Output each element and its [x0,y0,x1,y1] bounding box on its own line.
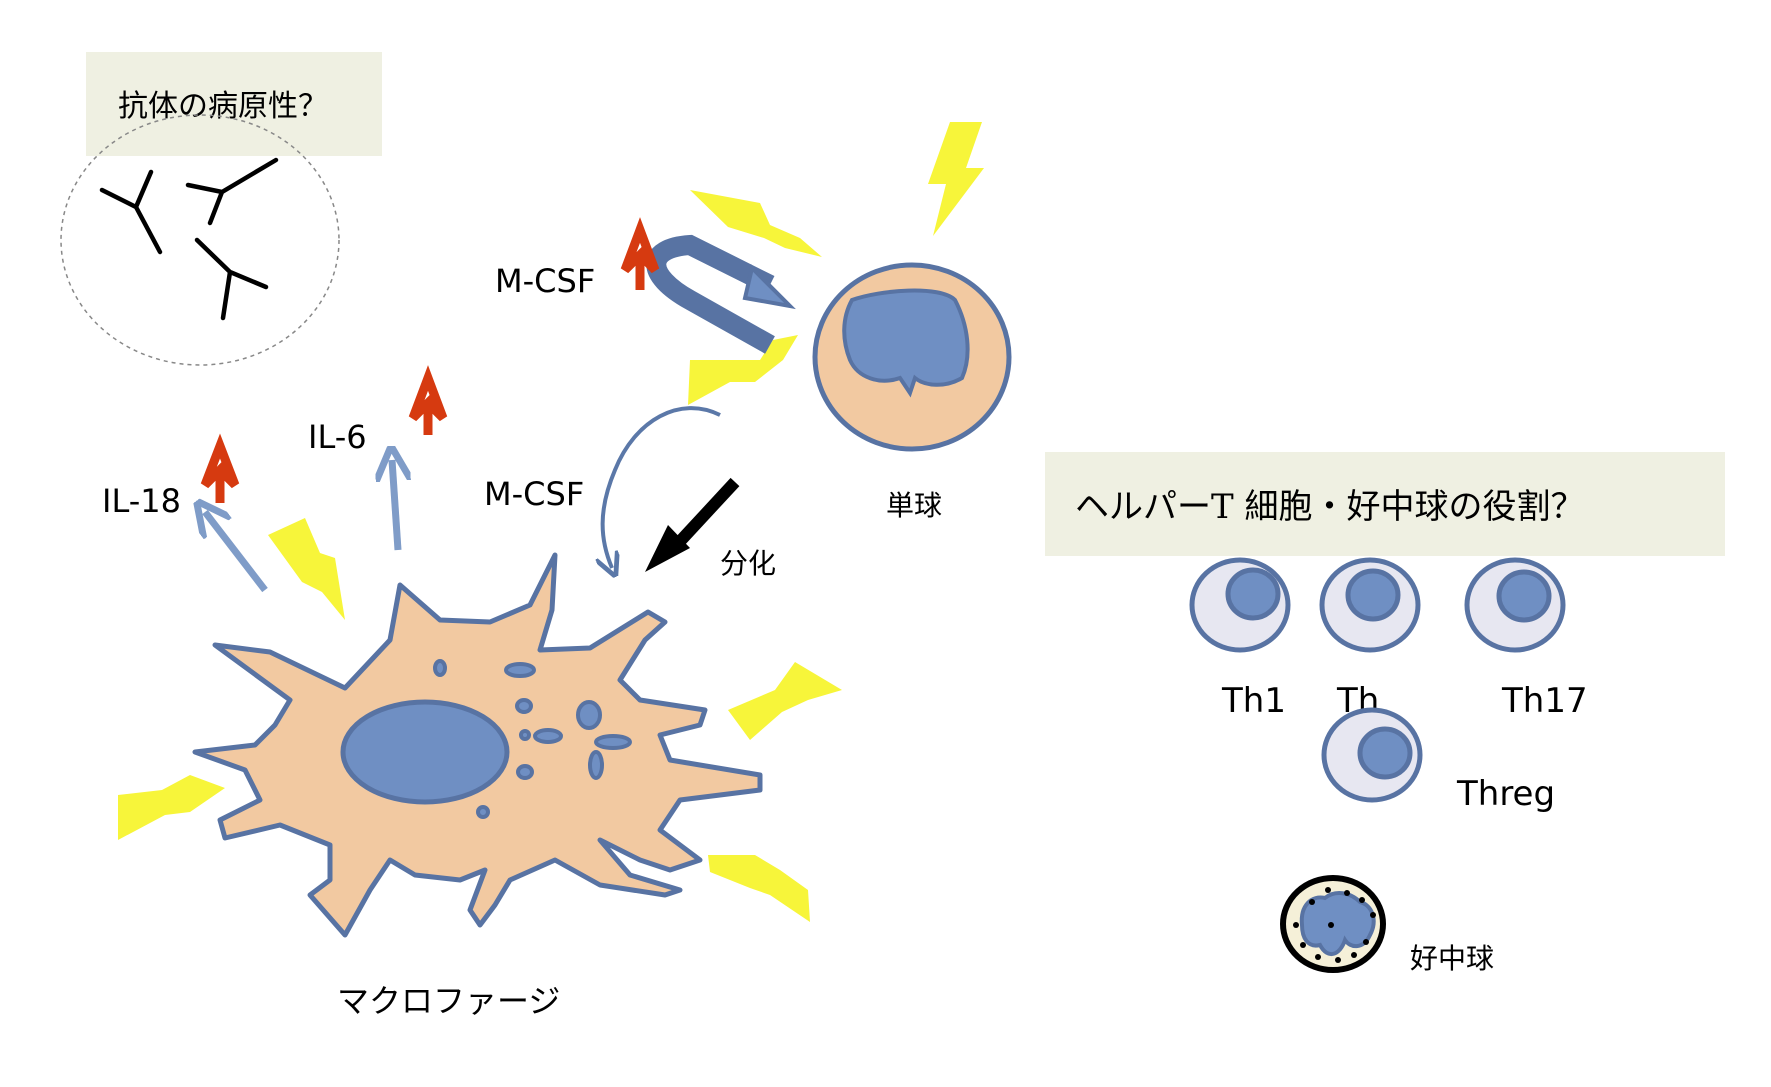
up-arrow-icon [408,365,448,435]
neutrophil-label: 好中球 [1410,942,1494,975]
mcsf-top-label: M-CSF [495,262,595,300]
stimulus-bolts [118,122,984,922]
bolt-icon [728,662,842,740]
helper-box [1045,452,1725,556]
bolt-icon [708,855,810,922]
antibody-region [60,114,340,366]
treg-cell [1321,707,1423,803]
antibody-box [86,52,382,156]
macrophage-label: マクロファージ [337,982,560,1020]
autocrine-arrowhead [742,264,796,310]
bolt-icon [118,775,225,840]
il6-release-arrow [392,460,398,551]
differentiation-label: 分化 [720,547,776,580]
mcsf-mid-label: M-CSF [484,475,584,513]
il18-release-arrow [205,512,268,593]
treg-label: Threg [1456,774,1555,814]
th1-label: Th1 [1221,681,1286,721]
monocyte-nucleus [842,288,970,398]
differentiation-arrow [667,477,740,555]
th1-cell [1189,557,1291,653]
antibody-icon [99,157,279,321]
bolt-icon [268,518,345,620]
macrophage-nucleus [340,699,510,805]
bolt-icon [928,122,984,236]
il6-label: IL-6 [308,418,367,456]
neutrophil-cell [1280,875,1386,973]
th2-cell [1319,557,1421,653]
bolt-icon [688,335,798,405]
macrophage-granules [433,659,632,819]
th17-cell [1464,557,1566,653]
mcsf-curve-arrow [603,406,721,568]
monocyte-label: 単球 [886,489,942,522]
up-arrow-icon [200,433,240,503]
up-arrow-icon [620,217,660,290]
bolt-icon [690,190,822,257]
differentiation-arrowhead [645,525,690,572]
antibody-box-title: 抗体の病原性？ [118,89,328,124]
il18-label: IL-18 [102,482,181,520]
helper-box-title: ヘルパーT 細胞・好中球の役割？ [1075,487,1584,527]
th17-label: Th17 [1501,681,1588,721]
